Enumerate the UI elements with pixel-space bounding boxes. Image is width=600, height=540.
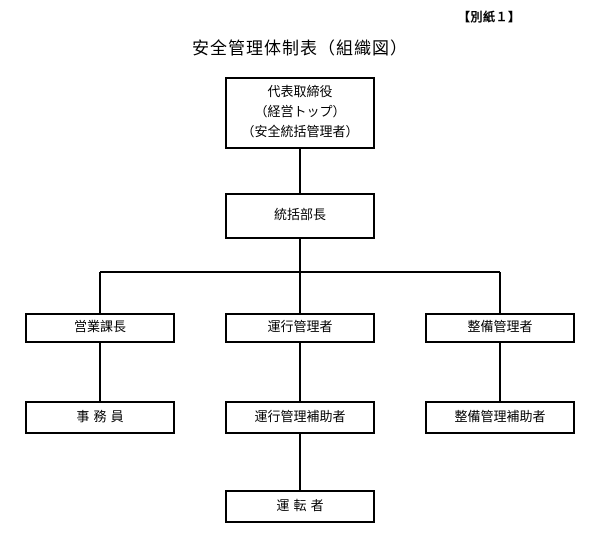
- operations-manager-box: 運行管理者: [225, 313, 375, 343]
- maintenance-assistant-label: 整備管理補助者: [454, 409, 546, 425]
- driver-box: 運 転 者: [225, 490, 375, 523]
- clerk-box: 事 務 員: [25, 401, 175, 434]
- sales-manager-label: 営業課長: [73, 320, 126, 335]
- ceo-safety-role: （安全統括管理者）: [241, 125, 359, 140]
- page-title: 安全管理体制表（組織図）: [192, 39, 408, 59]
- driver-label: 運 転 者: [276, 498, 324, 514]
- ceo-box: 代表取締役 （経営トップ） （安全統括管理者）: [225, 77, 375, 149]
- operations-assistant-box: 運行管理補助者: [225, 401, 375, 434]
- clerk-label: 事 務 員: [76, 409, 124, 425]
- attachment-label: 【別紙１】: [458, 10, 521, 24]
- maintenance-manager-label: 整備管理者: [467, 320, 533, 335]
- maintenance-assistant-box: 整備管理補助者: [425, 401, 575, 434]
- operations-manager-label: 運行管理者: [267, 320, 333, 335]
- general-manager-label: 統括部長: [273, 208, 326, 223]
- operations-assistant-label: 運行管理補助者: [254, 409, 346, 425]
- ceo-title: 代表取締役: [267, 85, 333, 100]
- general-manager-box: 統括部長: [225, 193, 375, 239]
- maintenance-manager-box: 整備管理者: [425, 313, 575, 343]
- sales-manager-box: 営業課長: [25, 313, 175, 343]
- ceo-role: （経営トップ）: [254, 105, 346, 120]
